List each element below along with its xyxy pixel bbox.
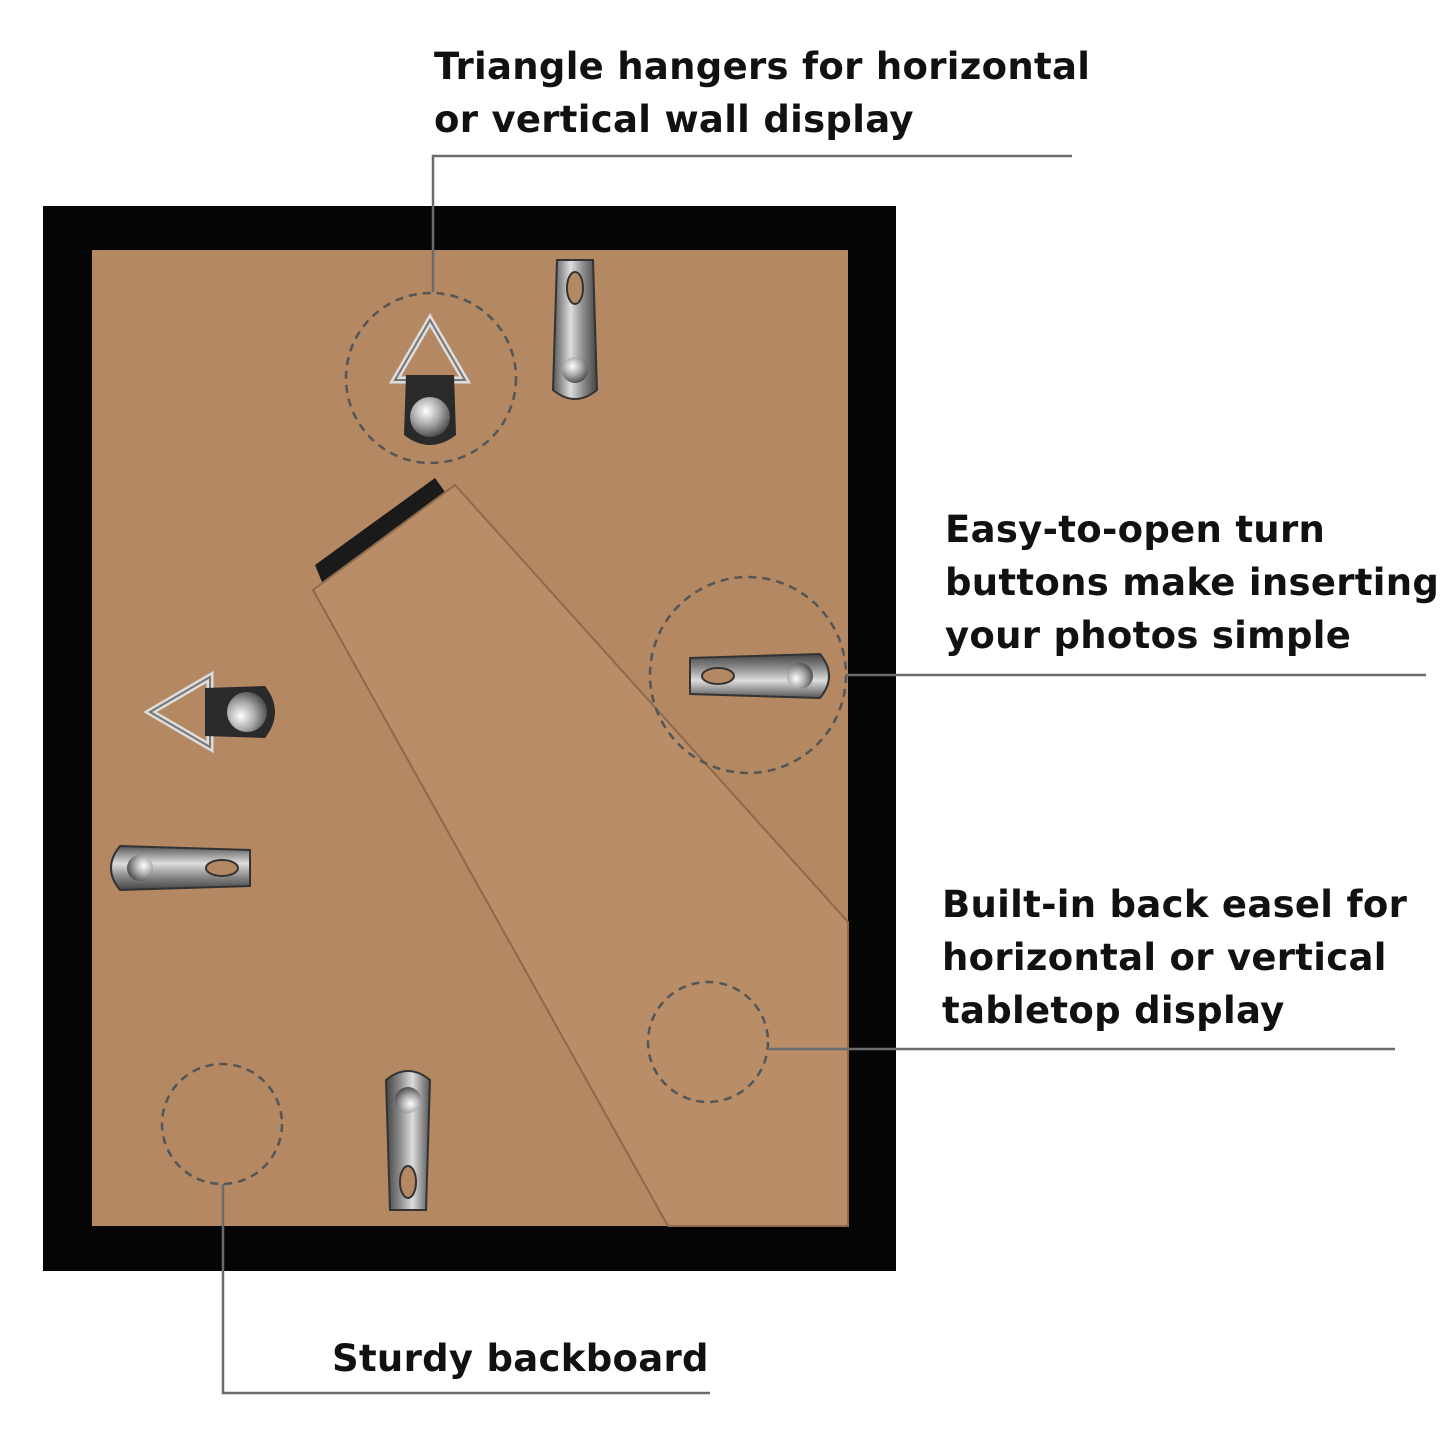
callout-line-hangers <box>431 154 1072 292</box>
highlight-circle-easel <box>646 980 770 1104</box>
callout-text: horizontal or vertical <box>942 936 1387 979</box>
turn-button-right <box>689 653 830 699</box>
highlight-circle-backboard <box>160 1062 284 1186</box>
callout-text: your photos simple <box>945 614 1352 657</box>
turn-button-top <box>552 259 598 400</box>
callout-text: Triangle hangers for horizontal <box>434 45 1091 88</box>
callout-easel: Built-in back easel for horizontal or ve… <box>942 878 1407 1037</box>
callout-backboard: Sturdy backboard <box>332 1332 709 1385</box>
callout-text: Sturdy backboard <box>332 1337 709 1380</box>
turn-button-left <box>110 845 251 891</box>
easel-hinge-shadow <box>315 478 445 582</box>
highlight-circle-hanger <box>344 291 518 465</box>
callout-line-backboard <box>221 1184 710 1395</box>
callout-hangers: Triangle hangers for horizontal or verti… <box>434 40 1090 146</box>
callout-text: Built-in back easel for <box>942 883 1408 926</box>
callout-text: Easy-to-open turn <box>945 508 1326 551</box>
easel <box>311 483 849 1227</box>
callout-turn-buttons: Easy-to-open turn buttons make inserting… <box>945 503 1439 662</box>
callout-text: or vertical wall display <box>434 98 914 141</box>
callout-text: buttons make inserting <box>945 561 1440 604</box>
callout-text: tabletop display <box>942 989 1285 1032</box>
turn-button-bottom <box>385 1070 431 1211</box>
